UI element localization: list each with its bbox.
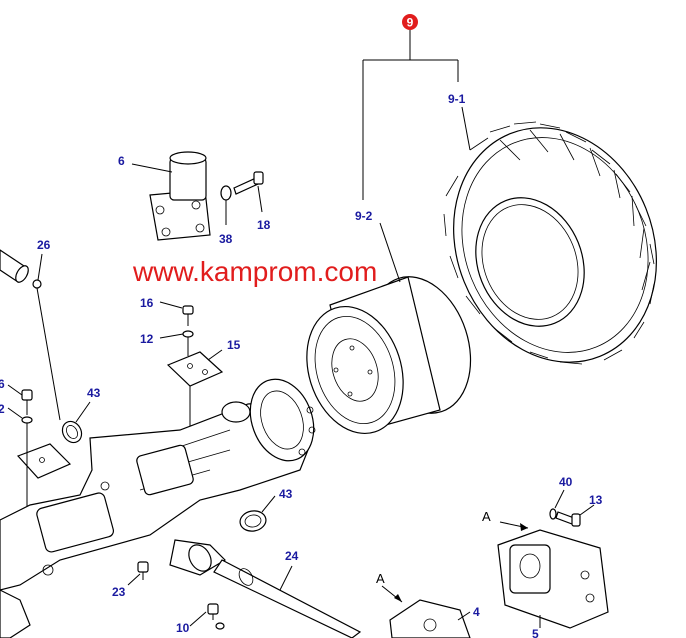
axle-housing[interactable] bbox=[0, 370, 325, 638]
part-18-bolt[interactable] bbox=[233, 171, 264, 213]
label-6: 6 bbox=[118, 154, 125, 168]
label-6-edge: 6 bbox=[0, 377, 5, 391]
label-arrow-a-lower: A bbox=[376, 571, 385, 586]
label-2-edge: 2 bbox=[0, 402, 5, 416]
assembly-bracket bbox=[362, 30, 459, 200]
label-40: 40 bbox=[559, 475, 573, 489]
wheel-rim-9-2[interactable] bbox=[291, 222, 487, 446]
label-5: 5 bbox=[532, 627, 539, 638]
label-43-lower: 43 bbox=[279, 487, 293, 501]
label-15: 15 bbox=[227, 338, 241, 352]
label-9-1: 9-1 bbox=[448, 92, 466, 106]
tire-9-1[interactable] bbox=[419, 97, 686, 393]
label-12: 12 bbox=[140, 332, 154, 346]
label-13: 13 bbox=[589, 493, 603, 507]
badge-text: 9 bbox=[407, 16, 414, 30]
part-26-pin[interactable] bbox=[0, 249, 61, 421]
label-10: 10 bbox=[176, 621, 190, 635]
label-9-2: 9-2 bbox=[355, 209, 373, 223]
label-38: 38 bbox=[219, 232, 233, 246]
label-4: 4 bbox=[473, 605, 480, 619]
label-16: 16 bbox=[140, 296, 154, 310]
view-arrow-a-upper bbox=[499, 521, 529, 531]
part-left-plate[interactable] bbox=[7, 384, 72, 520]
label-43-upper: 43 bbox=[87, 386, 101, 400]
part-13-bolt[interactable] bbox=[555, 504, 595, 527]
part-16-bolt[interactable] bbox=[159, 301, 194, 326]
part-10-bolt[interactable] bbox=[189, 603, 225, 630]
view-arrow-a-lower bbox=[381, 585, 403, 603]
part-4-housing[interactable] bbox=[389, 599, 471, 638]
label-26: 26 bbox=[37, 238, 51, 252]
part-38-washer[interactable] bbox=[220, 185, 232, 225]
label-18: 18 bbox=[257, 218, 271, 232]
part-40-washer[interactable] bbox=[549, 489, 565, 520]
part-43-seal-lower[interactable] bbox=[238, 495, 276, 533]
part-6-valve[interactable] bbox=[131, 151, 211, 241]
part-24-driveshaft[interactable] bbox=[169, 539, 362, 638]
watermark-text: www.kamprom.com bbox=[132, 256, 377, 287]
assembly-badge-9[interactable]: 9 bbox=[402, 14, 418, 30]
label-24: 24 bbox=[285, 549, 299, 563]
part-43-seal-upper[interactable] bbox=[59, 401, 91, 446]
part-23-bolt[interactable] bbox=[127, 561, 149, 586]
part-15-plate[interactable] bbox=[166, 349, 224, 440]
part-5-pump[interactable] bbox=[497, 529, 609, 629]
label-arrow-a-upper: A bbox=[482, 509, 491, 524]
part-12-washer[interactable] bbox=[159, 330, 194, 356]
label-23: 23 bbox=[112, 585, 126, 599]
